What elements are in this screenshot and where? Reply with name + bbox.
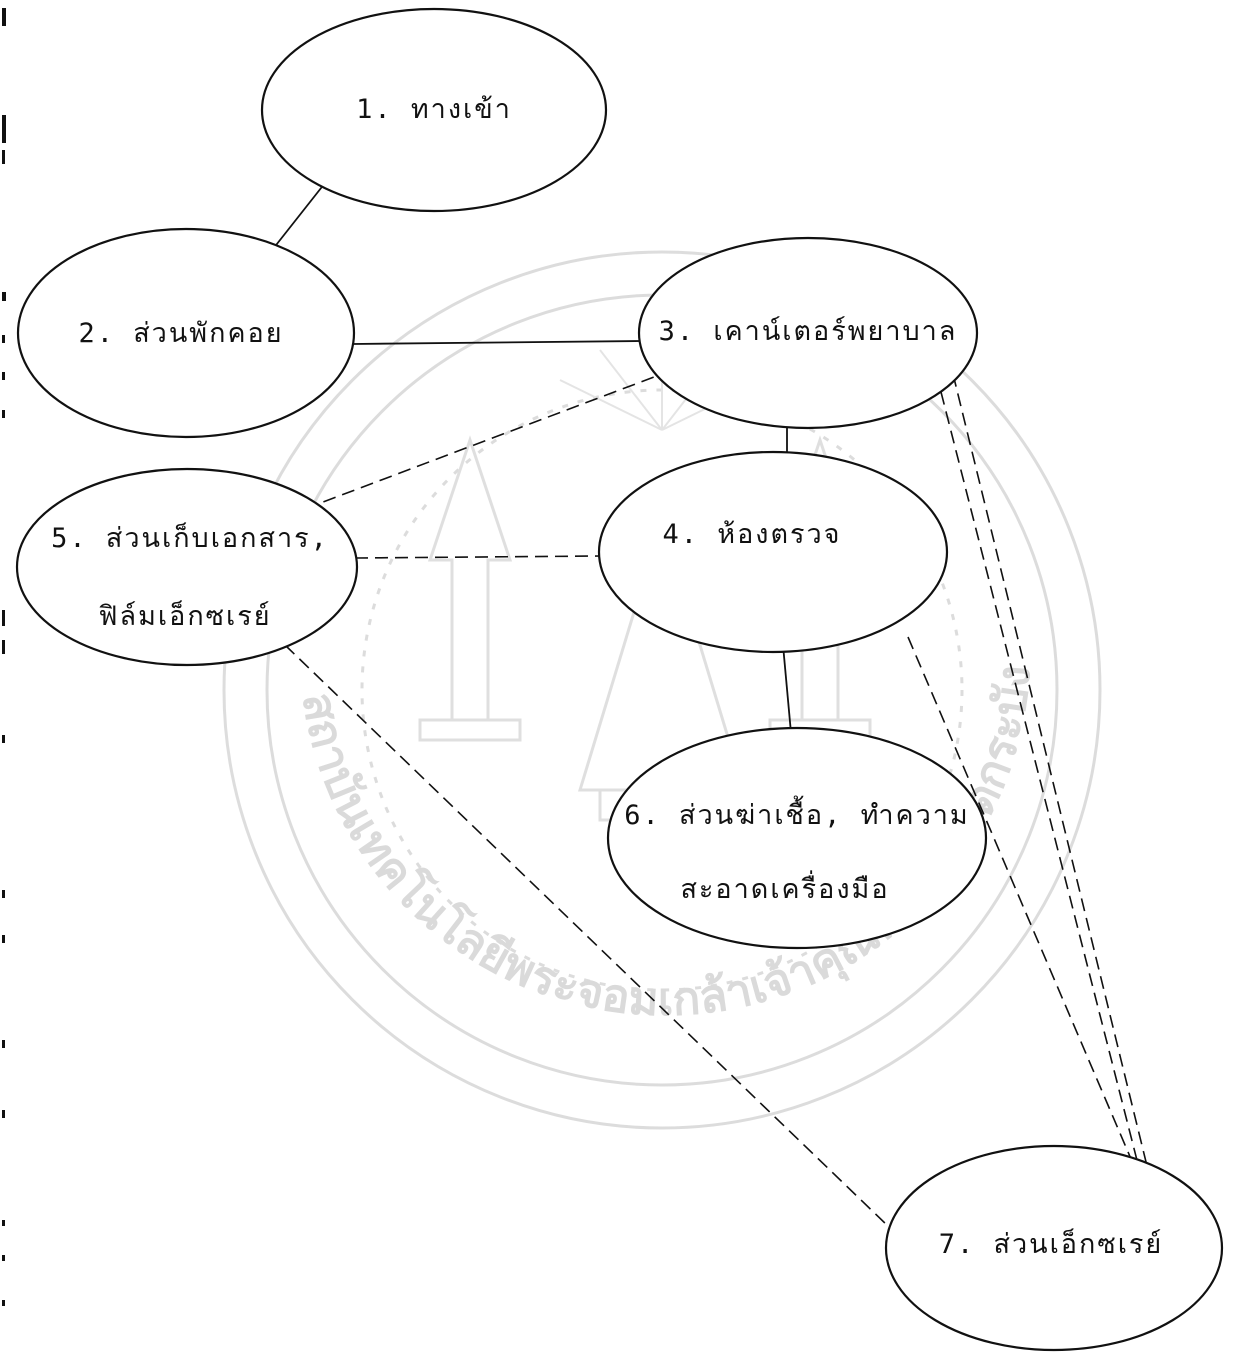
node-label: 4. ห้องตรวจ	[663, 519, 842, 550]
watermark-seal: สถาบันเทคโนโลยีพระจอมเกล้าเจ้าคุณทหารลาด…	[222, 250, 1102, 1130]
node-7-xray: 7. ส่วนเอ็กซเรย์	[884, 1144, 1224, 1352]
edge-n3-n7-b	[940, 391, 1141, 1173]
node-5-document-storage: 5. ส่วนเก็บเอกสาร, ฟิล์มเอ็กซเรย์	[15, 467, 359, 667]
edge-n1-n2	[268, 182, 326, 255]
edge-n4-n6	[782, 644, 792, 734]
edge-n4-n7	[907, 636, 1138, 1174]
node-label: 7. ส่วนเอ็กซเรย์	[939, 1226, 1164, 1260]
node-label: 2. ส่วนพักคอย	[78, 318, 283, 349]
node-label-line-2: ฟิล์มเอ็กซเรย์	[98, 598, 271, 632]
edge-n3-n7-a	[952, 373, 1149, 1171]
node-6-sterilization: 6. ส่วนฆ่าเชื้อ, ทำความ สะอาดเครื่องมือ	[606, 726, 988, 950]
node-4-exam-room: 4. ห้องตรวจ	[597, 450, 949, 654]
edge-n5-n4	[354, 555, 602, 559]
node-2-waiting-area: 2. ส่วนพักคอย	[16, 227, 356, 439]
edge-n2-n3	[352, 340, 642, 345]
node-1-entrance: 1. ทางเข้า	[260, 7, 608, 213]
edge-n5-n3	[285, 376, 655, 517]
node-label-line-1: 5. ส่วนเก็บเอกสาร,	[51, 520, 329, 554]
node-label-line-2: สะอาดเครื่องมือ	[680, 870, 889, 905]
node-label: 1. ทางเข้า	[356, 94, 512, 125]
node-label-line-1: 6. ส่วนฆ่าเชื้อ, ทำความ	[624, 795, 970, 831]
node-label: 3. เคาน์เตอร์พยาบาล	[659, 315, 958, 347]
node-3-nurse-counter: 3. เคาน์เตอร์พยาบาล	[637, 236, 979, 430]
margin-marks	[2, 8, 6, 1306]
